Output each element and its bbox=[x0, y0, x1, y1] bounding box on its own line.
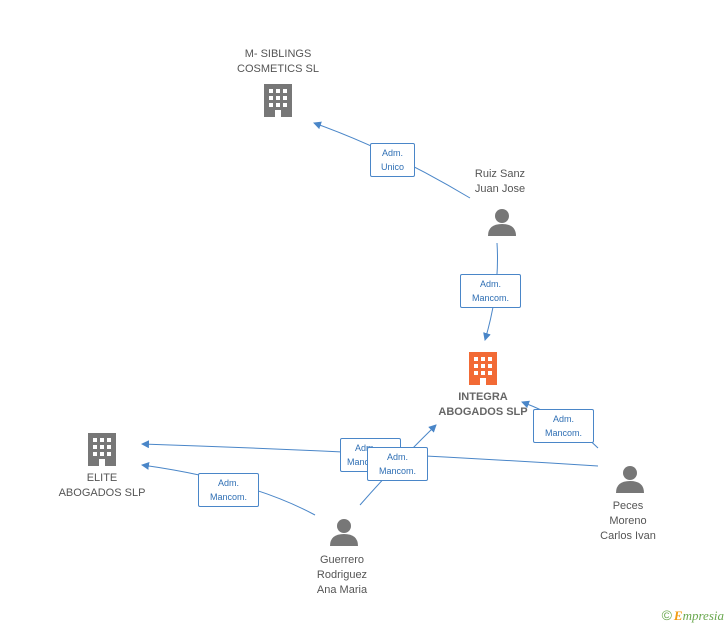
edge-label-line: Adm. bbox=[552, 414, 574, 424]
edge-label-line: Unico bbox=[380, 162, 404, 172]
edge-label-line: Adm. bbox=[217, 478, 239, 488]
edge-label-line: Adm. bbox=[381, 148, 403, 158]
edge-label-line: Adm. bbox=[479, 279, 501, 289]
building-icon[interactable] bbox=[88, 433, 116, 466]
label-line: Moreno bbox=[609, 515, 647, 527]
edge-label-ruiz-integra[interactable]: Adm. Mancom. bbox=[460, 274, 521, 308]
node-label-m-siblings[interactable]: M- SIBLINGS COSMETICS SL bbox=[218, 47, 338, 77]
label-line: COSMETICS SL bbox=[237, 63, 319, 75]
edge-label-line: Adm. bbox=[355, 443, 377, 453]
label-line: ELITE bbox=[86, 472, 118, 484]
node-label-elite[interactable]: ELITE ABOGADOS SLP bbox=[42, 471, 162, 501]
label-line: Carlos Ivan bbox=[600, 530, 656, 542]
brand-initial: E bbox=[673, 608, 683, 623]
label-line: INTEGRA bbox=[458, 391, 508, 403]
label-line: M- SIBLINGS bbox=[244, 48, 312, 60]
label-line: Ana Maria bbox=[316, 584, 368, 596]
label-line: Ruiz Sanz bbox=[474, 168, 526, 180]
building-icon[interactable] bbox=[264, 84, 292, 117]
edge-label-peces-integra[interactable]: Adm. Mancom. bbox=[533, 409, 594, 443]
label-line: ABOGADOS SLP bbox=[58, 487, 146, 499]
building-icon[interactable] bbox=[469, 352, 497, 385]
edge-label-guerrero-elite[interactable]: Adm. Mancom. bbox=[198, 473, 259, 507]
label-line: Juan Jose bbox=[474, 183, 526, 195]
label-line: Guerrero bbox=[319, 554, 365, 566]
edge-label-line: Mancom. bbox=[471, 293, 509, 303]
label-line: Peces bbox=[612, 500, 644, 512]
node-label-guerrero[interactable]: Guerrero Rodriguez Ana Maria bbox=[292, 553, 392, 598]
edge-label-line: Mancom. bbox=[209, 492, 247, 502]
edge-label-line: Mancom. bbox=[544, 428, 582, 438]
label-line: ABOGADOS SLP bbox=[438, 406, 528, 418]
edge-label-line: Mancom. bbox=[378, 466, 416, 476]
edge-label-guerrero-integra[interactable]: Adm. Mancom. bbox=[367, 447, 428, 481]
brand-name: mpresia bbox=[682, 608, 724, 623]
label-line: Rodriguez bbox=[316, 569, 368, 581]
copyright-symbol: © bbox=[661, 607, 672, 623]
node-label-integra[interactable]: INTEGRA ABOGADOS SLP bbox=[423, 390, 543, 420]
edge-label-line: Manc bbox=[347, 457, 370, 467]
edge-label-adm-unico[interactable]: Adm. Unico bbox=[370, 143, 415, 177]
edge-label-line: Adm. bbox=[386, 452, 408, 462]
person-icon[interactable] bbox=[616, 466, 644, 493]
node-label-peces-moreno[interactable]: Peces Moreno Carlos Ivan bbox=[578, 499, 678, 544]
person-icon[interactable] bbox=[330, 519, 358, 546]
node-label-ruiz-sanz[interactable]: Ruiz Sanz Juan Jose bbox=[450, 167, 550, 197]
person-icon[interactable] bbox=[488, 209, 516, 236]
brand-logo: ©Empresia bbox=[662, 607, 724, 624]
